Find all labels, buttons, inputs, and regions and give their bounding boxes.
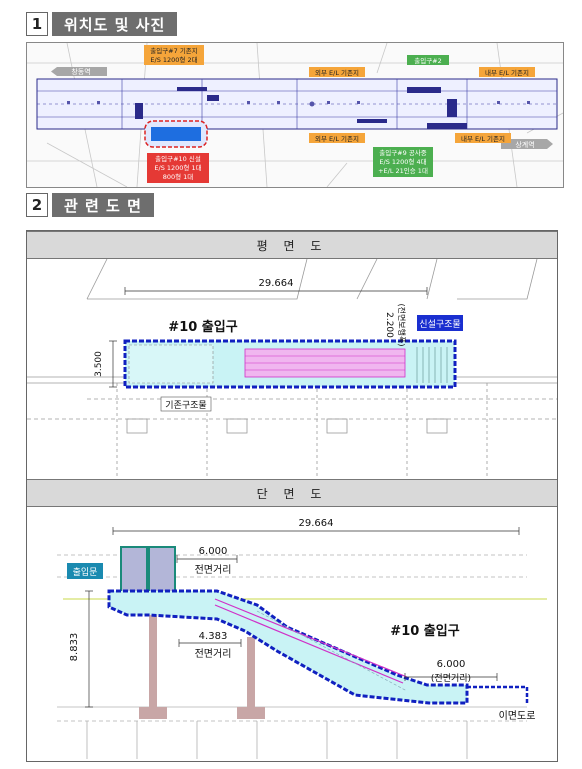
section-view-drawing: 29.664 출입문 6.000 전면거리 8.833 4.383 전면거리 #…	[57, 518, 547, 759]
section-exit-label: #10 출입구	[390, 623, 459, 639]
section-height-dim: 8.833	[69, 633, 80, 662]
section-1-title: 위치도 및 사진	[52, 12, 178, 36]
right-direction-label: 상계역	[515, 140, 534, 149]
left-direction-label: 창동역	[71, 67, 90, 76]
plan-view-drawing: 29.664 #10 출입구 신설구조물 3.500 2.200 (전면보행폭)…	[27, 259, 557, 479]
section-dim2-label: 전면거리	[195, 648, 232, 660]
outer-el-top-label: 외부 E/L 기존지	[315, 68, 359, 77]
section-dim3: 6.000	[437, 659, 466, 670]
plan-width-dim: 3.500	[94, 351, 104, 377]
section-1-number: 1	[26, 12, 48, 36]
section-view-header: 단 면 도	[27, 479, 557, 507]
exit9-spec1: E/S 1200형 4대	[379, 158, 426, 166]
section-length-dim: 29.664	[299, 518, 334, 529]
exit10-spec1: E/S 1200형 1대	[154, 164, 201, 172]
location-map-drawing: 창동역 상계역 출입구#7 기존지 E/S 1200형 2대 외부 E/L 기존…	[27, 42, 564, 188]
exit2-label: 출입구#2	[414, 56, 442, 65]
existing-structure-label: 기존구조물	[165, 400, 206, 411]
location-map: 창동역 상계역 출입구#7 기존지 E/S 1200형 2대 외부 E/L 기존…	[26, 42, 564, 188]
drawings-panel: 평 면 도 29.664 #10 출입구	[26, 230, 558, 762]
section-dim1: 6.000	[199, 546, 228, 557]
plan-side-dim-note: (전면보행폭)	[397, 303, 407, 346]
exit10-label: 출입구#10 신설	[155, 154, 201, 163]
inner-el-bottom-label: 내부 E/L 기존지	[461, 134, 505, 143]
exit7-spec: E/S 1200형 2대	[150, 56, 197, 64]
section-2-title: 관 련 도 면	[52, 193, 154, 217]
exit9-spec2: +E/L 21인승 1대	[378, 166, 428, 175]
exit9-label: 출입구#9 공사중	[379, 148, 427, 157]
plan-exit-label: #10 출입구	[168, 319, 237, 335]
section-dim2: 4.383	[199, 631, 228, 642]
exit7-label: 출입구#7 기존지	[150, 46, 198, 55]
inner-el-top-label: 내부 E/L 기존지	[485, 68, 529, 77]
plan-side-dim: 2.200	[384, 312, 394, 338]
section-2-number: 2	[26, 193, 48, 217]
road-label: 이면도로	[499, 710, 536, 722]
section-dim1-label: 전면거리	[195, 564, 232, 576]
section-1-header: 1 위치도 및 사진	[26, 12, 178, 36]
new-structure-label: 신설구조물	[419, 319, 460, 330]
outer-el-bottom-label: 외부 E/L 기존지	[315, 134, 359, 143]
exit10-spec2: 800형 1대	[163, 173, 194, 181]
entrance-label: 출입문	[73, 566, 98, 578]
section-dim3-label: (전면거리)	[431, 673, 471, 684]
plan-length-dim: 29.664	[259, 278, 294, 289]
section-2-header: 2 관 련 도 면	[26, 193, 154, 217]
plan-view-header: 평 면 도	[27, 231, 557, 259]
